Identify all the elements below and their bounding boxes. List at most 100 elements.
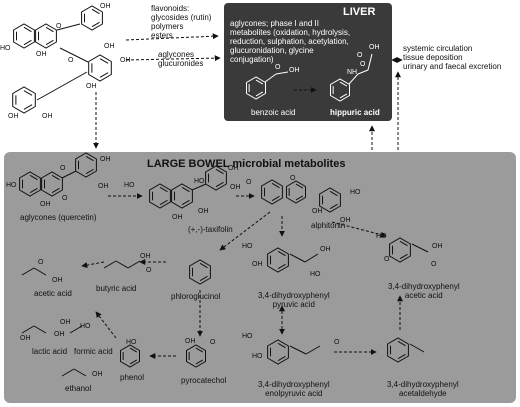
rutin-ring-a-double-bond (23, 26, 32, 33)
top_left-atom-label: O (56, 23, 62, 30)
benzoic-acid-label: benzoic acid (251, 108, 296, 117)
alphitonin-ring-a-double-bond (271, 182, 280, 189)
arrow-to-liver-aglycones (125, 33, 219, 41)
top_left-atom-label: HO (0, 45, 11, 52)
alphitonin-ring-b-double-bond (329, 203, 338, 210)
bowel-atom-label: OH (98, 183, 109, 190)
rutin-sugar-glucose-double-bond (99, 72, 109, 78)
lactic-acid-bond (21, 325, 35, 334)
enolpyruvic-chain (289, 345, 307, 355)
bowel-atom-label: OH (340, 217, 351, 224)
rutin-sugar-rhamnose (12, 86, 36, 114)
acetaldehyde-ring-double-bond (397, 340, 406, 347)
pyruvic-acid-chain (289, 253, 306, 263)
top_left-atom-label: OH (120, 57, 131, 64)
ethanol-bond (61, 368, 75, 377)
bowel-atom-label: HO (6, 182, 17, 189)
bowel-atom-label: HO (242, 333, 253, 340)
liver-atom-label: O (360, 61, 366, 68)
formic-acid-bond (69, 325, 83, 334)
rutin-ring-a (13, 23, 35, 49)
bowel-atom-label: OH (312, 208, 323, 215)
acetic-acid-bond (21, 267, 35, 276)
quercetin-bond (61, 170, 77, 179)
bowel-atom-label: OH (320, 246, 331, 253)
dihydroxyphenylacetic-ring-double-bond (399, 253, 408, 260)
taxifolin-ring-c-double-bond (181, 186, 190, 193)
dihydroxyphenylacetic-chain (411, 243, 429, 253)
bowel-atom-label: O (210, 339, 216, 346)
compound-butyric-acid: butyric acid (96, 284, 137, 293)
alphitonin-ring-c-double-bond (295, 195, 304, 201)
bowel-atom-label: OH (252, 261, 263, 268)
bowel-atom-label: OH (92, 371, 103, 378)
top_left-atom-label: OH (104, 43, 115, 50)
benzoic-acid-bond (264, 73, 277, 83)
bowel-atom-label: OH (432, 243, 443, 250)
pyrocatechol-ring (186, 344, 206, 368)
alphitonin-ring-a-double-bond (271, 195, 280, 202)
liver-box (224, 3, 392, 121)
top_left-atom-label: OH (8, 113, 19, 120)
alphitonin-ring-c-double-bond (295, 183, 304, 189)
bowel-atom-label: O (334, 339, 340, 346)
quercetin-ring-a-double-bond (29, 174, 38, 181)
rutin-sugar-glucose (88, 54, 112, 82)
bowel-atom-label: HO (80, 323, 91, 330)
taxifolin-ring-a-double-bond (159, 186, 168, 193)
liver-atom-label: O (357, 52, 363, 59)
bowel-atom-label: OH (140, 253, 151, 260)
hippuric-acid-bond (367, 53, 373, 71)
quercetin-ring-a-double-bond (29, 187, 38, 194)
top_left-atom-label: OH (100, 3, 111, 10)
bowel-atom-label: OH (228, 165, 239, 172)
rutin-ring-b-double-bond (91, 21, 100, 28)
liver-atom-label: OH (369, 44, 380, 51)
taxifolin-bond (191, 183, 207, 191)
taxifolin-ring-b-double-bond (215, 168, 224, 175)
taxifolin-ring-c-double-bond (181, 199, 190, 206)
quercetin-ring-c-double-bond (51, 174, 60, 181)
bowel-atom-label: O (62, 195, 68, 202)
dihydroxyphenylacetic-ring-double-bond (399, 240, 408, 247)
hippuric-acid-label: hippuric acid (330, 108, 380, 117)
liver-atom-label: NH (347, 69, 358, 76)
liver-description: aglycones; phase I and II metabolites (o… (230, 19, 351, 64)
compound-lactic-acid: lactic acid (32, 347, 68, 356)
hippuric-acid-ring (330, 78, 350, 102)
rutin-glycosidic-bond (36, 71, 88, 101)
bowel-atom-label: OH (40, 201, 51, 208)
hippuric-acid-bond (357, 69, 369, 75)
ethanol-bond (73, 368, 87, 377)
benzoic-acid-ring-double-bond (255, 91, 264, 97)
bowel-atom-label: HO (126, 339, 137, 346)
pyruvic-acid-chain (304, 253, 319, 263)
compound-acetic-acid: acetic acid (34, 289, 72, 298)
bowel-atom-label: OH (100, 156, 111, 163)
compound-formic-acid: formic acid (74, 347, 113, 356)
butyric-acid-bond (127, 260, 141, 269)
liver-title: LIVER (343, 6, 376, 18)
dihydroxyphenylacetic-ring (389, 237, 411, 263)
systemic-outcomes-label: systemic circulation tissue deposition u… (403, 44, 502, 71)
compound-quercetin: aglycones (quercetin) (20, 213, 97, 222)
liver-atom-label: OH (289, 67, 300, 74)
hippuric-acid-ring-double-bond (339, 93, 348, 99)
bowel-atom-label: O (384, 256, 390, 263)
acetaldehyde-ring (387, 337, 409, 363)
rutin-ring-b-double-bond (91, 8, 100, 15)
rutin-ring-b (81, 5, 103, 31)
compound-phenol: phenol (120, 373, 145, 382)
bowel-atom-label: OH (20, 335, 31, 342)
rutin-glycosidic-bond (59, 47, 89, 63)
arrow-to-liver (125, 55, 221, 62)
top_left-atom-label: OH (86, 83, 97, 90)
phloroglucinol-ring-double-bond (199, 262, 208, 269)
bowel-atom-label: OH (172, 214, 183, 221)
taxifolin-ring-b-double-bond (215, 181, 224, 188)
large-bowel-box (4, 152, 516, 403)
large-bowel-title: LARGE BOWEL microbial metabolites (147, 158, 346, 170)
enolpyruvic-ring (267, 339, 289, 365)
quercetin-ring-a (19, 171, 41, 197)
